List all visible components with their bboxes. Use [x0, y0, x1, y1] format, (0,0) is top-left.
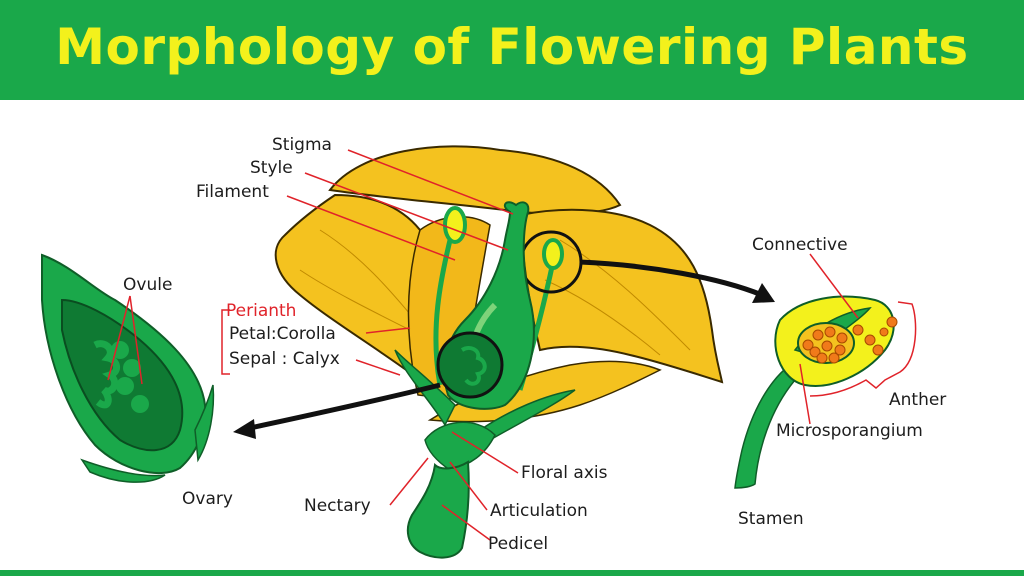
label-style: Style	[250, 158, 293, 178]
label-floral-axis: Floral axis	[521, 463, 608, 483]
bottom-rule	[0, 570, 1024, 576]
label-ovule: Ovule	[123, 275, 172, 295]
label-stigma: Stigma	[272, 135, 332, 155]
stamen-filament	[734, 363, 796, 489]
stamen-detail	[734, 295, 898, 489]
label-perianth: Perianth	[226, 301, 296, 321]
ovary-sepal-right	[194, 384, 215, 463]
label-nectary: Nectary	[304, 496, 371, 516]
label-ovary: Ovary	[182, 489, 233, 509]
ovule-3	[116, 377, 134, 395]
arrow-right	[579, 259, 775, 303]
label-microsporangium: Microsporangium	[776, 421, 923, 441]
page-title: Morphology of Flowering Plants	[55, 18, 969, 76]
ovary-section	[41, 253, 215, 483]
ovule-4	[131, 395, 149, 413]
label-stamen: Stamen	[738, 509, 804, 529]
label-anther: Anther	[889, 390, 946, 410]
title-banner: Morphology of Flowering Plants	[0, 0, 1024, 100]
label-petal: Petal:Corolla	[229, 324, 336, 344]
pedicel-stem	[406, 460, 470, 559]
label-filament: Filament	[196, 182, 269, 202]
ovule-2	[123, 359, 141, 377]
arrow-left	[233, 382, 441, 439]
label-pedicel: Pedicel	[488, 534, 548, 554]
ovule-1	[111, 341, 129, 359]
right-anther	[542, 238, 564, 270]
receptacle	[424, 421, 496, 471]
ovary-zoom-circle	[436, 331, 504, 399]
label-sepal: Sepal : Calyx	[229, 349, 340, 369]
ovary-sepal-left	[80, 458, 166, 483]
label-articulation: Articulation	[490, 501, 588, 521]
pollen-grains	[802, 316, 898, 364]
leader-lines	[107, 149, 917, 541]
left-anther	[443, 206, 467, 244]
ovary-cavity	[61, 298, 184, 452]
right-sepal	[478, 389, 576, 441]
label-connective: Connective	[752, 235, 848, 255]
labels: Stigma Style Filament Ovule Perianth Pet…	[123, 135, 946, 554]
right-petal	[518, 208, 724, 384]
back-petal	[328, 145, 622, 215]
